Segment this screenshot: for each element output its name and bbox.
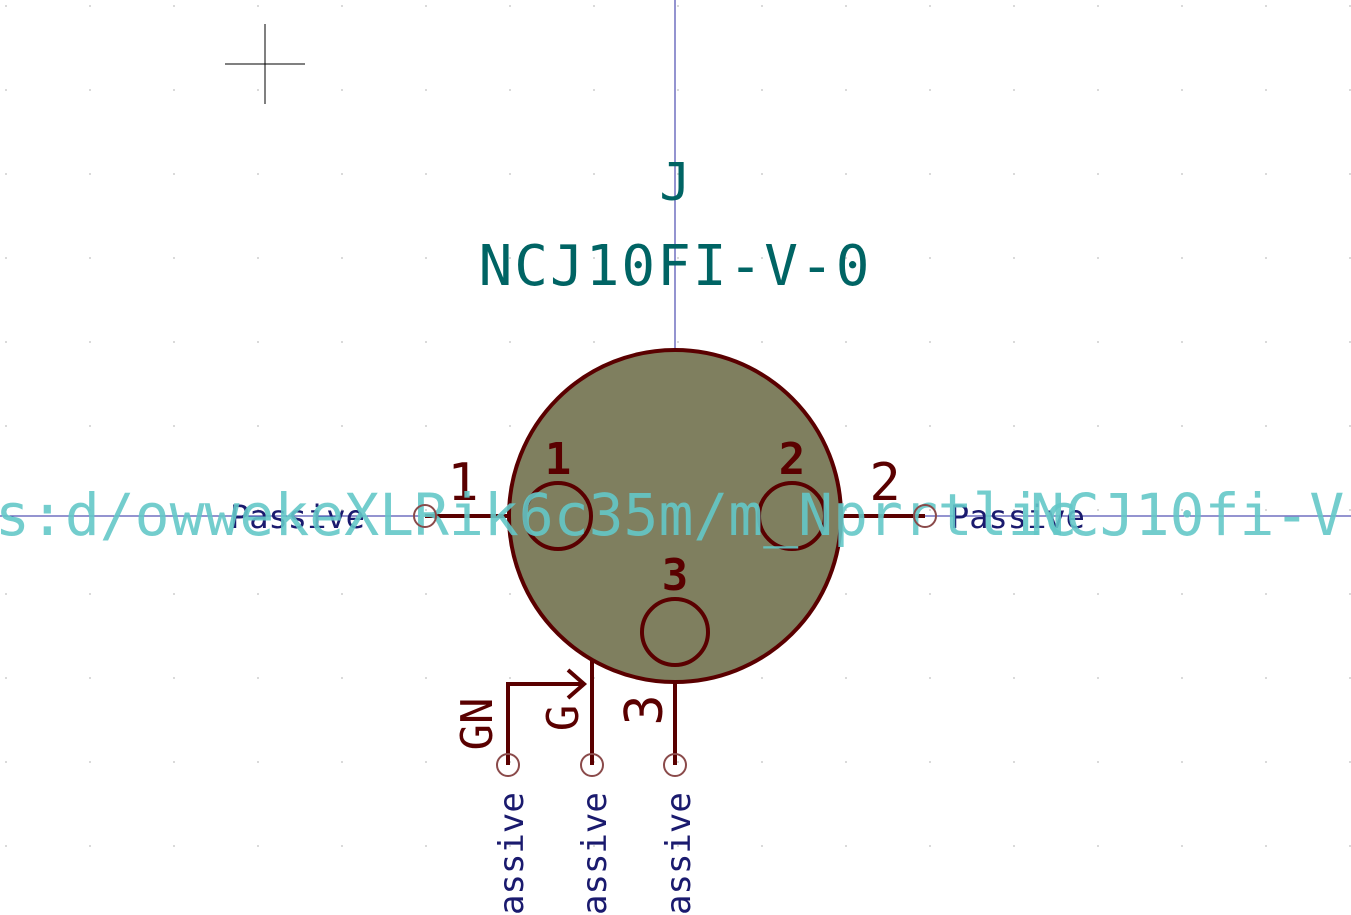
pin-3-end-marker [663,753,687,777]
value-field[interactable]: NCJ10FI-V-0 [479,234,872,299]
pin-2-number: 2 [869,453,900,513]
pin-2-inner-label: 2 [779,434,806,485]
cursor-crosshair-icon [225,24,305,104]
pin-1-number: 1 [447,453,478,513]
pin-3-hole [640,597,710,667]
pin-gn-name: GN [452,698,503,751]
pin-3-name: 3 [615,694,675,725]
connector-body[interactable] [507,348,843,684]
pin-2-type-label: Passive [950,498,1085,536]
pin-1-hole [523,481,593,551]
pin-1-type-label: Passive [230,498,365,536]
pin-end-markers [413,504,937,777]
pin-3-type-label: assive [659,792,699,915]
pin-gn-line [506,682,584,765]
pin-gn-arrow-icon [566,668,588,700]
pin-2-hole [757,481,827,551]
reference-field[interactable]: J [659,153,690,213]
footprint-field-left[interactable]: s:d/owwekeXLRik6c35m/m_Nprrtlic [0,481,1078,549]
pin-g-end-marker [580,753,604,777]
pin-gn-type-label: assive [492,792,532,915]
pin-g-type-label: assive [575,792,615,915]
pin-1-end-marker [413,504,437,528]
pin-1-inner-label: 1 [545,434,572,485]
pins-graphics [425,514,925,765]
pin-2-end-marker [913,504,937,528]
pin-g-name: G [538,705,589,732]
pin-gn-end-marker [496,753,520,777]
pin-3-inner-label: 3 [662,550,689,601]
footprint-field-right[interactable]: NCJ10fi-V [1030,481,1344,549]
